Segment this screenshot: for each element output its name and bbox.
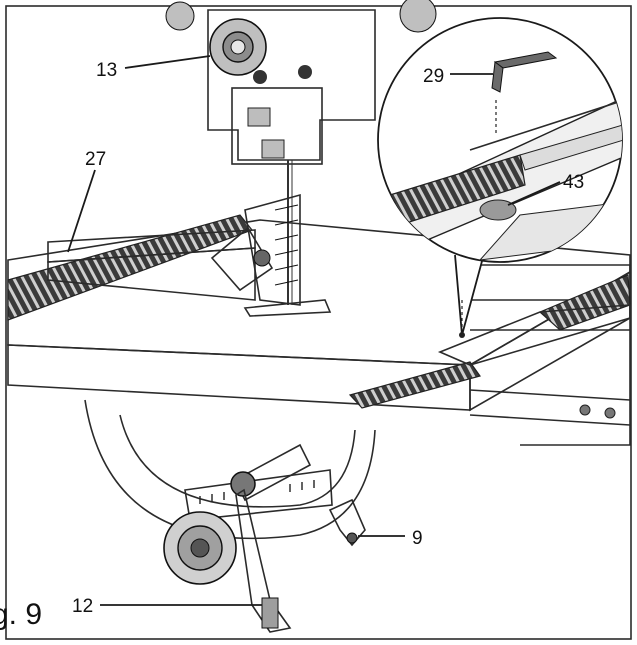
- figure-caption: g. 9: [0, 598, 42, 631]
- callout-29: 29: [423, 66, 444, 87]
- callout-9: 9: [412, 528, 423, 549]
- tilt-lock-handle-12: [163, 443, 312, 633]
- blade-guide-assembly: [165, 0, 437, 305]
- scale-pointer-9: [328, 498, 366, 547]
- callout-leaders: [67, 55, 561, 606]
- tilt-trunnion: [84, 399, 376, 540]
- figure-frame: [5, 5, 632, 640]
- callout-12: 12: [72, 596, 93, 617]
- combination-square-27: [47, 193, 301, 306]
- callout-27: 27: [85, 149, 106, 170]
- star-knob: [163, 511, 237, 585]
- knob-13: [209, 18, 267, 76]
- callout-43: 43: [563, 172, 584, 193]
- callout-13: 13: [96, 60, 117, 81]
